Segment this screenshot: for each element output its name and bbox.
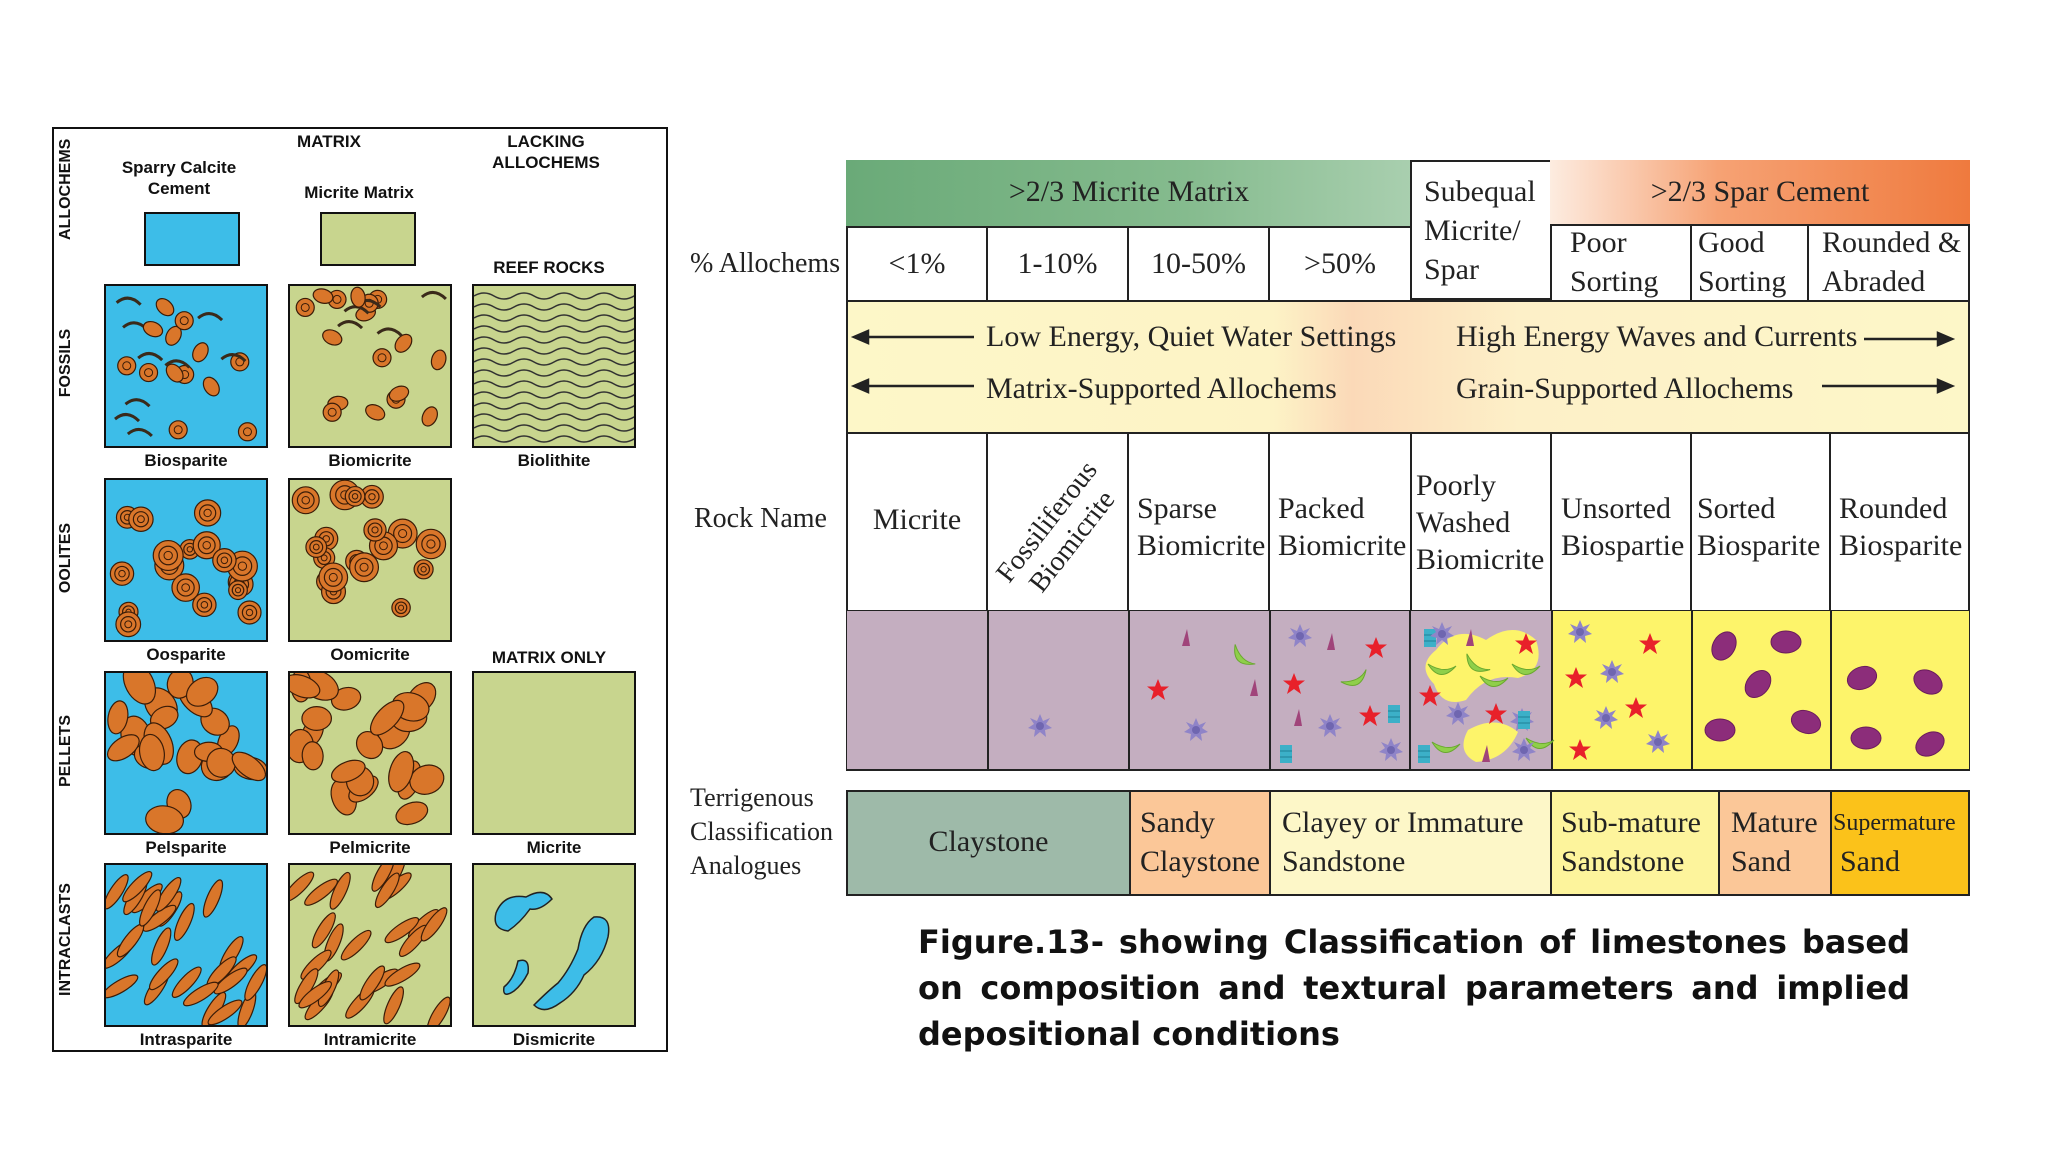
analogue-submature [1550, 790, 1720, 896]
analogue-sandy-claystone [1129, 790, 1271, 896]
sparse-line-2: Biomicrite [1137, 529, 1266, 562]
poor-line-2: Sorting [1570, 265, 1659, 298]
energy-arrows [850, 329, 1956, 394]
poorly-line-2: Washed [1416, 506, 1511, 539]
micrite-matrix-header-text: >2/3 Micrite Matrix [1008, 175, 1250, 208]
subequal-line-2: Micrite/ [1424, 214, 1521, 247]
biolithite-tile [472, 284, 636, 448]
biolithite-label: Biolithite [517, 451, 591, 470]
biosparite-tile [104, 284, 268, 448]
mature-line-1: Mature [1731, 806, 1818, 839]
grain-supported-text: Grain-Supported Allochems [1456, 372, 1794, 405]
intramicrite-tile [288, 863, 452, 1027]
biomicrite-tile [288, 284, 452, 448]
micrite-tile [472, 671, 636, 835]
subequal-line-3: Spar [1424, 253, 1479, 286]
poorly-line-1: Poorly [1416, 469, 1497, 502]
lacking-allochems-label: LACKING ALLOCHEMS [492, 132, 600, 172]
micrite-label: Micrite [526, 838, 582, 857]
reef-wave-pattern [474, 292, 634, 443]
spar-blebs [494, 891, 610, 1011]
supermature-line-1: Supermature [1833, 810, 1956, 836]
texture-illustration-row [846, 610, 1970, 771]
mature-line-2: Sand [1731, 845, 1791, 878]
oosparite-label: Oosparite [146, 645, 226, 664]
oomicrite-tile [288, 478, 452, 642]
packed-line-2: Biomicrite [1278, 529, 1407, 562]
intramicrite-label: Intramicrite [323, 1030, 417, 1049]
biomicrite-label: Biomicrite [328, 451, 412, 470]
dismicrite-tile [472, 863, 636, 1027]
allochem-col-3-text: 10-50% [1151, 247, 1246, 280]
matrix-only-label: MATRIX ONLY [491, 648, 607, 667]
low-energy-text: Low Energy, Quiet Water Settings [986, 320, 1397, 353]
allochem-col-4-text: >50% [1304, 247, 1376, 280]
pelmicrite-label: Pelmicrite [329, 838, 411, 857]
energy-band [846, 300, 1970, 434]
row-label-oolites: OOLITES [57, 522, 74, 594]
pelsparite-tile [104, 671, 268, 835]
claystone-text: Claystone [928, 825, 1049, 858]
analogue-clayey-sandstone [1269, 790, 1552, 896]
row-label-intraclasts: INTRACLASTS [57, 883, 74, 996]
sorted-line-2: Biosparite [1697, 529, 1821, 562]
good-line-1: Good [1698, 226, 1765, 259]
sandy-line-1: Sandy [1140, 806, 1215, 839]
micrite-matrix-header [846, 160, 1412, 228]
micrite-matrix-swatch [320, 212, 416, 266]
matrix-supported-text: Matrix-Supported Allochems [986, 372, 1337, 405]
allochem-col-1-text: <1% [888, 247, 946, 280]
allochems-row-label: % Allochems [690, 248, 841, 279]
oomicrite-label: Oomicrite [330, 645, 410, 664]
unsorted-line-1: Unsorted [1561, 492, 1671, 525]
rounded-name-line-1: Rounded [1839, 492, 1948, 525]
micrite-matrix-label: Micrite Matrix [304, 183, 414, 202]
limestone-classification-panel: ALLOCHEMS MATRIX LACKING ALLOCHEMS Sparr… [52, 127, 668, 1052]
allochems-label: ALLOCHEMS [57, 138, 74, 240]
analogue-claystone [846, 790, 1131, 896]
submature-line-1: Sub-mature [1561, 806, 1701, 839]
rounded-name-line-2: Biosparite [1839, 529, 1963, 562]
pelsparite-label: Pelsparite [145, 838, 227, 857]
analogue-supermature [1830, 790, 1970, 896]
matrix-column-label: MATRIX [297, 132, 361, 151]
sparry-calcite-swatch [144, 212, 240, 266]
reef-rocks-label: REEF ROCKS [493, 258, 605, 277]
poor-line-1: Poor [1570, 226, 1627, 259]
sparry-calcite-label: Sparry Calcite Cement [121, 158, 237, 198]
spar-cement-header [1550, 160, 1970, 226]
dismicrite-label: Dismicrite [512, 1030, 596, 1049]
intrasparite-label: Intrasparite [139, 1030, 233, 1049]
good-line-2: Sorting [1698, 265, 1787, 298]
rock-name-row-label: Rock Name [694, 503, 827, 534]
high-energy-text: High Energy Waves and Currents [1456, 320, 1858, 353]
sandy-line-2: Claystone [1140, 845, 1260, 878]
unsorted-line-2: Biospartie [1561, 529, 1685, 562]
terrigenous-label-3: Analogues [690, 851, 802, 880]
pelmicrite-tile [288, 671, 452, 835]
poorly-line-3: Biomicrite [1416, 543, 1545, 576]
submature-line-2: Sandstone [1561, 845, 1685, 878]
row-label-pellets: PELLETS [57, 715, 74, 788]
spar-cement-header-text: >2/3 Spar Cement [1650, 175, 1870, 208]
biosparite-label: Biosparite [144, 451, 228, 470]
row-label-fossils: FOSSILS [57, 328, 74, 398]
intrasparite-tile [104, 863, 268, 1027]
clayey-line-1: Clayey or Immature [1282, 806, 1524, 839]
supermature-line-2: Sand [1840, 845, 1900, 878]
sparse-line-1: Sparse [1137, 492, 1217, 525]
subequal-line-1: Subequal [1424, 175, 1536, 208]
clayey-line-2: Sandstone [1282, 845, 1406, 878]
terrigenous-label-1: Terrigenous [690, 783, 814, 812]
figure-caption: Figure.13- showing Classification of lim… [918, 923, 1910, 1053]
sorted-line-1: Sorted [1697, 492, 1776, 525]
rock-micrite-text: Micrite [872, 503, 962, 536]
terrigenous-label-2: Classification [690, 817, 833, 846]
rounded-line-2: Abraded [1822, 265, 1926, 298]
allochem-col-2-text: 1-10% [1017, 247, 1098, 280]
packed-line-1: Packed [1278, 492, 1365, 525]
rounded-line-1: Rounded & [1822, 226, 1962, 259]
oosparite-tile [104, 478, 268, 642]
